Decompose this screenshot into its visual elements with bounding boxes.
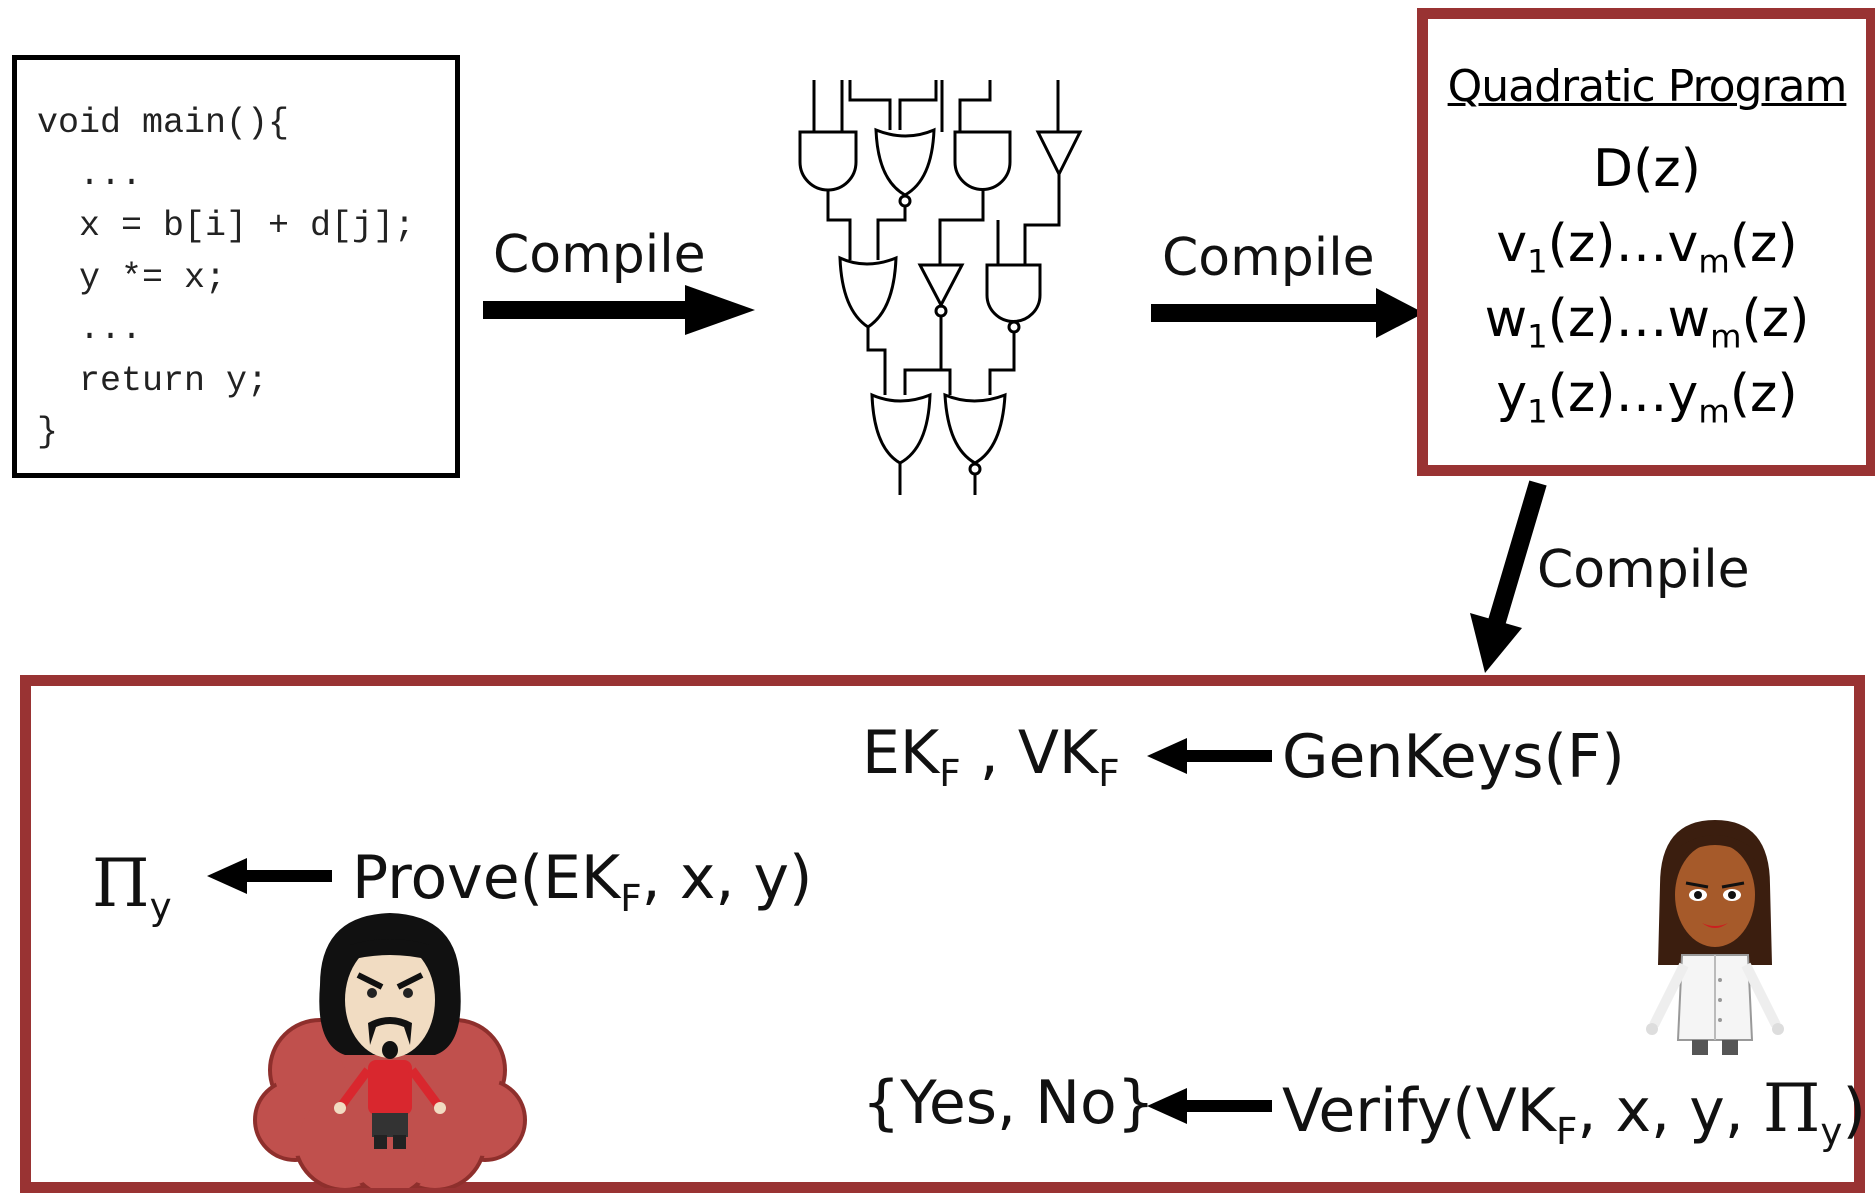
compile-arrow-2 bbox=[1151, 288, 1424, 338]
quadratic-program-title: Quadratic Program bbox=[1447, 61, 1848, 112]
compile-label-1: Compile bbox=[493, 225, 706, 285]
qp-d-polynomial: D(z) bbox=[1593, 139, 1701, 199]
and-gate-icon bbox=[985, 263, 1042, 323]
compile-label-3: Compile bbox=[1537, 540, 1750, 600]
code-line: x = b[i] + d[j]; bbox=[37, 206, 416, 246]
verifier-avatar-icon bbox=[1646, 820, 1784, 1055]
quadratic-program-box: Quadratic Program D(z) v1(z)…vm(z) w1(z)… bbox=[1417, 8, 1875, 476]
compile-arrow-1 bbox=[483, 285, 755, 335]
buffer-gate-icon bbox=[917, 263, 965, 309]
code-line: ... bbox=[37, 154, 143, 195]
left-arrow-icon bbox=[1147, 738, 1272, 774]
source-code: void main(){ ... x = b[i] + d[j]; y *= x… bbox=[37, 98, 415, 459]
code-line: } bbox=[37, 412, 59, 452]
code-line: ... bbox=[37, 309, 143, 349]
and-gate-icon bbox=[798, 130, 858, 192]
compile-arrow-3 bbox=[1470, 480, 1547, 673]
proof-output: Πy bbox=[92, 845, 172, 928]
left-arrow-icon bbox=[207, 858, 332, 894]
code-line: return y; bbox=[37, 360, 269, 401]
prover-avatar-icon bbox=[253, 913, 527, 1188]
or-gate-icon bbox=[870, 392, 932, 465]
code-line: y *= x; bbox=[37, 257, 227, 298]
qp-v-polynomials: v1(z)…vm(z) bbox=[1496, 214, 1798, 281]
compile-label-2: Compile bbox=[1162, 228, 1375, 288]
source-code-box: void main(){ ... x = b[i] + d[j]; y *= x… bbox=[12, 55, 460, 478]
key-pair-output: EKF , VKF bbox=[862, 718, 1120, 795]
left-arrow-icon bbox=[1147, 1088, 1272, 1124]
or-gate-icon bbox=[874, 127, 936, 197]
qp-y-polynomials: y1(z)…ym(z) bbox=[1496, 364, 1798, 431]
buffer-gate-icon bbox=[1035, 130, 1083, 178]
or-gate-icon bbox=[943, 392, 1007, 465]
prove-function: Prove(EKF, x, y) bbox=[352, 843, 813, 920]
code-line: void main(){ bbox=[37, 103, 290, 143]
logic-circuit-diagram bbox=[798, 80, 1083, 495]
and-gate-icon bbox=[953, 130, 1012, 191]
qp-w-polynomials: w1(z)…wm(z) bbox=[1484, 289, 1810, 356]
verify-function: Verify(VKF, x, y, Πy) bbox=[1282, 1070, 1866, 1153]
verify-result: {Yes, No} bbox=[862, 1068, 1155, 1138]
genkeys-function: GenKeys(F) bbox=[1282, 722, 1625, 792]
or-gate-icon bbox=[838, 255, 898, 329]
